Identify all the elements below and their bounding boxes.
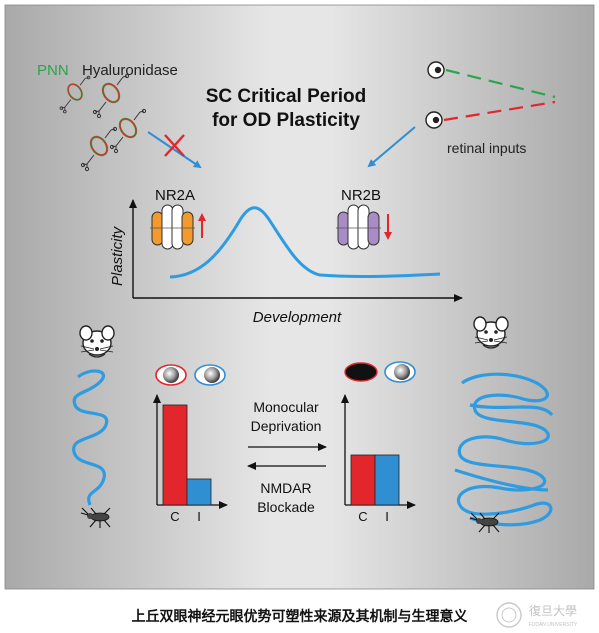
deprived-eye [344, 362, 378, 382]
diagram-title-line2: for OD Plasticity [212, 110, 360, 131]
schematic-panel: PNN Hyaluronidase SC Critical Period for… [4, 4, 595, 590]
nr2b-label: NR2B [341, 187, 381, 204]
red-retinal-input [443, 100, 556, 122]
svg-text:復旦大學: 復旦大學 [529, 603, 577, 618]
bar-label-i: I [385, 509, 389, 524]
eye-icon [344, 361, 416, 383]
figure-caption: 上丘双眼神经元眼优势可塑性来源及其机制与生理意义 [131, 609, 468, 625]
university-logo: 復旦大學 FUDAN UNIVERSITY [496, 602, 578, 628]
retinal-inputs-label: retinal inputs [447, 140, 526, 156]
bar-i [374, 454, 400, 506]
bar-i [186, 478, 212, 506]
deprivation-label: Deprivation [251, 418, 322, 434]
diagram-title-line1: SC Critical Period [206, 86, 367, 107]
nr2a-receptor-icon [150, 204, 195, 250]
y-axis-label: Plasticity [109, 225, 126, 286]
green-retinal-input [445, 68, 556, 99]
block-x-icon [164, 134, 185, 157]
svg-text:FUDAN UNIVERSITY: FUDAN UNIVERSITY [529, 622, 578, 628]
footer: 上丘双眼神经元眼优势可塑性来源及其机制与生理意义 復旦大學 FUDAN UNIV… [0, 596, 599, 633]
retinal-arrow [367, 126, 416, 168]
x-axis-label: Development [253, 309, 342, 326]
small-axon-arbor [72, 369, 109, 506]
bar-label-c: C [170, 509, 179, 524]
bar-c [162, 404, 188, 506]
monocular-label: Monocular [253, 399, 319, 415]
bar-label-i: I [197, 509, 201, 524]
eye-icon [425, 61, 445, 129]
hyaluronidase-label: Hyaluronidase [82, 62, 178, 79]
bar-c [350, 454, 376, 506]
pnn-label: PNN [37, 62, 69, 79]
bar-label-c: C [358, 509, 367, 524]
large-axon-arbor [454, 372, 554, 527]
plasticity-curve [169, 206, 441, 279]
nr2a-label: NR2A [155, 187, 195, 204]
eye-icon [155, 364, 226, 386]
blockade-label: Blockade [257, 499, 315, 515]
nr2b-receptor-icon [336, 204, 381, 250]
blocked-arrow [147, 131, 202, 169]
nmdar-label: NMDAR [260, 480, 311, 496]
